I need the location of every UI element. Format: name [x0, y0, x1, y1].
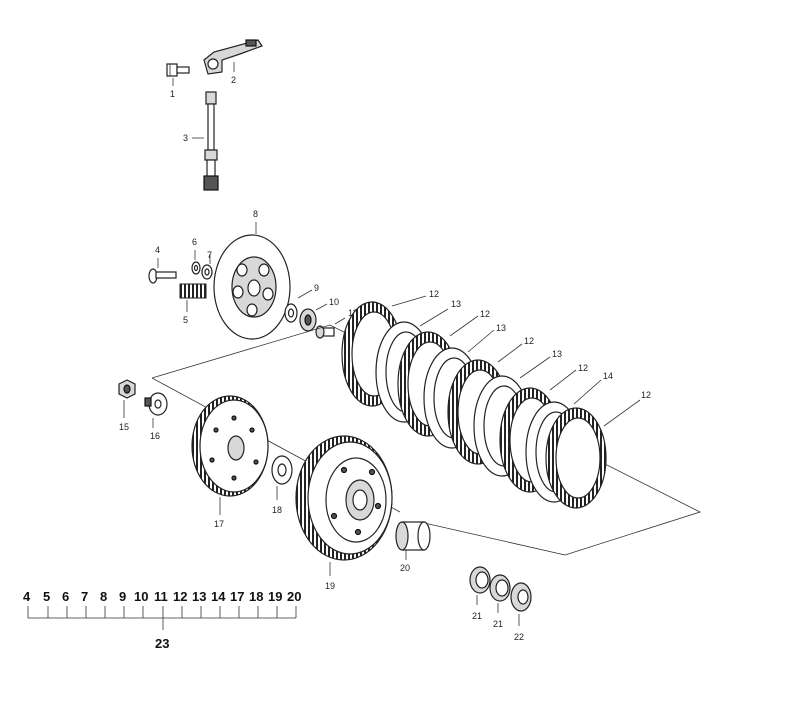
- kit-item: 5: [43, 589, 50, 604]
- kit-item: 17: [230, 589, 244, 604]
- kit-item: 12: [173, 589, 187, 604]
- part-8-pressure-plate: [213, 234, 291, 340]
- kit-legend: 4 5 6 7 8 9 10 11 12 13 14 17 18 19 20 2…: [23, 589, 301, 651]
- kit-item: 20: [287, 589, 301, 604]
- kit-item: 13: [192, 589, 206, 604]
- label-15: 15: [119, 422, 129, 432]
- kit-item: 6: [62, 589, 69, 604]
- label-12d: 12: [578, 363, 588, 373]
- label-12e: 12: [641, 390, 651, 400]
- label-16: 16: [150, 431, 160, 441]
- label-1: 1: [170, 89, 175, 99]
- label-9: 9: [314, 283, 319, 293]
- kit-item: 7: [81, 589, 88, 604]
- kit-item: 14: [211, 589, 226, 604]
- kit-item: 19: [268, 589, 282, 604]
- label-14: 14: [603, 371, 613, 381]
- part-19-clutch-basket: [295, 435, 393, 561]
- kit-item: 4: [23, 589, 31, 604]
- label-12c: 12: [524, 336, 534, 346]
- part-12-friction-disc: [545, 407, 607, 509]
- label-13c: 13: [552, 349, 562, 359]
- part-15-nut: [118, 379, 136, 399]
- part-5-spring: [179, 283, 207, 299]
- label-12a: 12: [429, 289, 439, 299]
- label-10: 10: [329, 297, 339, 307]
- part-20-bushing: [395, 521, 431, 551]
- label-5: 5: [183, 315, 188, 325]
- label-19: 19: [325, 581, 335, 591]
- label-17: 17: [214, 519, 224, 529]
- label-20: 20: [400, 563, 410, 573]
- part-4-bolt: [148, 268, 177, 284]
- clutch-disc-pack: [341, 301, 607, 509]
- part-16-lock-washer: [144, 392, 168, 416]
- label-11: 11: [348, 308, 357, 318]
- label-22: 22: [514, 632, 524, 642]
- part-3-push-rod: [203, 91, 219, 191]
- part-1-bolt: [166, 63, 190, 77]
- part-21-needle-bearing: [469, 566, 491, 594]
- part-22-washer: [510, 582, 532, 612]
- label-2: 2: [231, 75, 236, 85]
- label-8: 8: [253, 209, 258, 219]
- label-13b: 13: [496, 323, 506, 333]
- label-6: 6: [192, 237, 197, 247]
- label-12b: 12: [480, 309, 490, 319]
- label-3: 3: [183, 133, 188, 143]
- part-7-washer: [201, 264, 213, 280]
- part-21-needle-bearing: [489, 574, 511, 602]
- label-7: 7: [207, 250, 212, 260]
- kit-item: 8: [100, 589, 107, 604]
- label-18: 18: [272, 505, 282, 515]
- part-11-pin: [315, 325, 335, 339]
- part-2-clutch-lever: [203, 39, 263, 75]
- label-13a: 13: [451, 299, 461, 309]
- part-18-thrust-washer: [271, 455, 293, 485]
- label-21a: 21: [472, 611, 482, 621]
- kit-item: 11: [154, 589, 168, 604]
- kit-item: 10: [134, 589, 148, 604]
- part-6-washer: [191, 261, 201, 275]
- part-10-bearing: [299, 308, 317, 332]
- label-4: 4: [155, 245, 160, 255]
- kit-total-label: 23: [155, 636, 169, 651]
- kit-item: 18: [249, 589, 263, 604]
- kit-item: 9: [119, 589, 126, 604]
- part-9-washer: [284, 303, 298, 323]
- label-21b: 21: [493, 619, 503, 629]
- part-17-clutch-hub: [191, 395, 269, 497]
